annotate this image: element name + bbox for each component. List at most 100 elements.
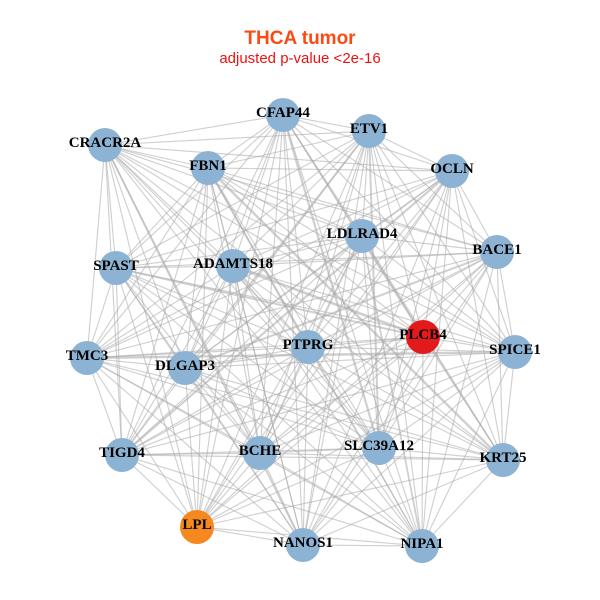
node-label-slc39a12: SLC39A12: [344, 438, 414, 454]
edge-KRT25-NIPA1: [421, 459, 504, 547]
edge-FBN1-SPAST: [115, 167, 209, 269]
edge-ADAMTS18-PTPRG: [232, 265, 309, 348]
edge-CRACR2A-NIPA1: [104, 144, 423, 547]
edge-TMC3-SLC39A12: [86, 357, 380, 449]
edge-SPAST-NIPA1: [115, 267, 423, 547]
edge-PLCB4-TMC3: [86, 336, 424, 359]
node-tigd4: [105, 438, 139, 472]
edge-PLCB4-BCHE: [259, 336, 424, 454]
edge-ETV1-LDLRAD4: [361, 130, 370, 237]
edge-SPICE1-LPL: [196, 351, 516, 528]
node-nanos1: [286, 528, 320, 562]
edge-SPICE1-TIGD4: [121, 351, 516, 456]
node-label-cracr2a: CRACR2A: [69, 135, 142, 151]
edge-CFAP44-PTPRG: [282, 114, 309, 348]
edge-OCLN-SPAST: [115, 170, 453, 269]
edge-PTPRG-NANOS1: [302, 346, 309, 546]
node-etv1: [352, 114, 386, 148]
edge-CRACR2A-ADAMTS18: [104, 144, 234, 267]
edge-ETV1-BACE1: [368, 130, 498, 253]
edge-SLC39A12-NANOS1: [302, 447, 380, 546]
edge-OCLN-ADAMTS18: [232, 170, 453, 267]
edge-CRACR2A-PTPRG: [104, 144, 309, 348]
edge-SPICE1-KRT25: [502, 351, 516, 461]
node-cracr2a: [88, 128, 122, 162]
node-fbn1: [191, 151, 225, 185]
edge-TIGD4-BCHE: [121, 452, 261, 456]
edge-CRACR2A-PLCB4: [104, 144, 424, 338]
edge-KRT25-NANOS1: [302, 459, 504, 546]
edge-SLC39A12-BCHE: [259, 447, 380, 454]
edge-CFAP44-LPL: [196, 114, 284, 528]
node-label-tmc3: TMC3: [66, 348, 109, 364]
edge-SLC39A12-KRT25: [378, 447, 504, 461]
edge-CRACR2A-TMC3: [86, 144, 106, 359]
edge-LDLRAD4-BACE1: [361, 235, 498, 253]
node-label-bace1: BACE1: [472, 242, 521, 258]
edge-PLCB4-NIPA1: [421, 336, 424, 547]
edge-DLGAP3-TIGD4: [121, 367, 186, 456]
edge-PTPRG-LPL: [196, 346, 309, 528]
node-slc39a12: [362, 431, 396, 465]
edge-BACE1-LPL: [196, 251, 498, 528]
edge-OCLN-PTPRG: [307, 170, 453, 348]
edge-LPL-NANOS1: [196, 526, 304, 546]
edge-BACE1-ADAMTS18: [232, 251, 498, 267]
node-cfap44: [266, 98, 300, 132]
node-label-tigd4: TIGD4: [99, 445, 145, 461]
edge-BCHE-NIPA1: [259, 452, 423, 547]
node-label-fbn1: FBN1: [189, 158, 227, 174]
edge-CRACR2A-BACE1: [104, 144, 498, 253]
node-label-ldlrad4: LDLRAD4: [327, 226, 398, 242]
edge-LDLRAD4-DLGAP3: [184, 235, 363, 369]
node-spice1: [498, 335, 532, 369]
edge-FBN1-BACE1: [207, 167, 498, 253]
edge-SPICE1-SLC39A12: [378, 351, 516, 449]
edge-DLGAP3-BCHE: [184, 367, 261, 454]
edge-TIGD4-NIPA1: [121, 454, 423, 547]
edge-LDLRAD4-TIGD4: [121, 235, 363, 456]
edge-CRACR2A-FBN1: [104, 144, 209, 169]
edge-SPICE1-NANOS1: [302, 351, 516, 546]
edge-CFAP44-CRACR2A: [104, 114, 284, 146]
edge-FBN1-TMC3: [86, 167, 209, 359]
edge-CFAP44-SPICE1: [282, 114, 516, 353]
edge-PTPRG-KRT25: [307, 346, 504, 461]
edge-DLGAP3-LPL: [184, 367, 198, 528]
edge-PLCB4-TIGD4: [121, 336, 424, 456]
edge-FBN1-KRT25: [207, 167, 504, 461]
edge-ETV1-BCHE: [259, 130, 370, 454]
edge-TMC3-KRT25: [86, 357, 504, 461]
edge-OCLN-NANOS1: [302, 170, 453, 546]
node-plcb4: [406, 320, 440, 354]
node-label-plcb4: PLCB4: [399, 327, 447, 343]
edge-SPICE1-DLGAP3: [184, 351, 516, 369]
edge-PLCB4-LPL: [196, 336, 424, 528]
edge-ADAMTS18-NIPA1: [232, 265, 423, 547]
edge-TIGD4-NANOS1: [121, 454, 304, 546]
edge-FBN1-LPL: [196, 167, 209, 528]
edge-ETV1-SPAST: [115, 130, 370, 269]
edge-TMC3-NANOS1: [86, 357, 304, 546]
edge-ADAMTS18-PLCB4: [232, 264, 424, 339]
node-label-ptprg: PTPRG: [283, 337, 334, 353]
edge-FBN1-LDLRAD4: [207, 167, 363, 237]
node-label-bche: BCHE: [239, 443, 282, 459]
edge-ADAMTS18-SPICE1: [232, 265, 516, 353]
edge-SPAST-ADAMTS18: [115, 265, 234, 269]
edge-CRACR2A-DLGAP3: [104, 144, 186, 369]
edge-KRT25-LPL: [196, 459, 504, 528]
edge-ETV1-SLC39A12: [368, 130, 380, 449]
edge-FBN1-PLCB4: [207, 167, 424, 338]
node-adamts18: [216, 249, 250, 283]
node-label-spice1: SPICE1: [489, 342, 541, 358]
edge-OCLN-SLC39A12: [378, 170, 453, 449]
node-label-lpl: LPL: [182, 517, 211, 533]
edge-ADAMTS18-TMC3: [86, 265, 234, 359]
edge-OCLN-KRT25: [451, 170, 504, 461]
edge-SPAST-PLCB4: [115, 267, 424, 338]
node-krt25: [486, 443, 520, 477]
edge-ADAMTS18-NANOS1: [232, 265, 304, 546]
edge-ADAMTS18-LPL: [196, 265, 234, 528]
